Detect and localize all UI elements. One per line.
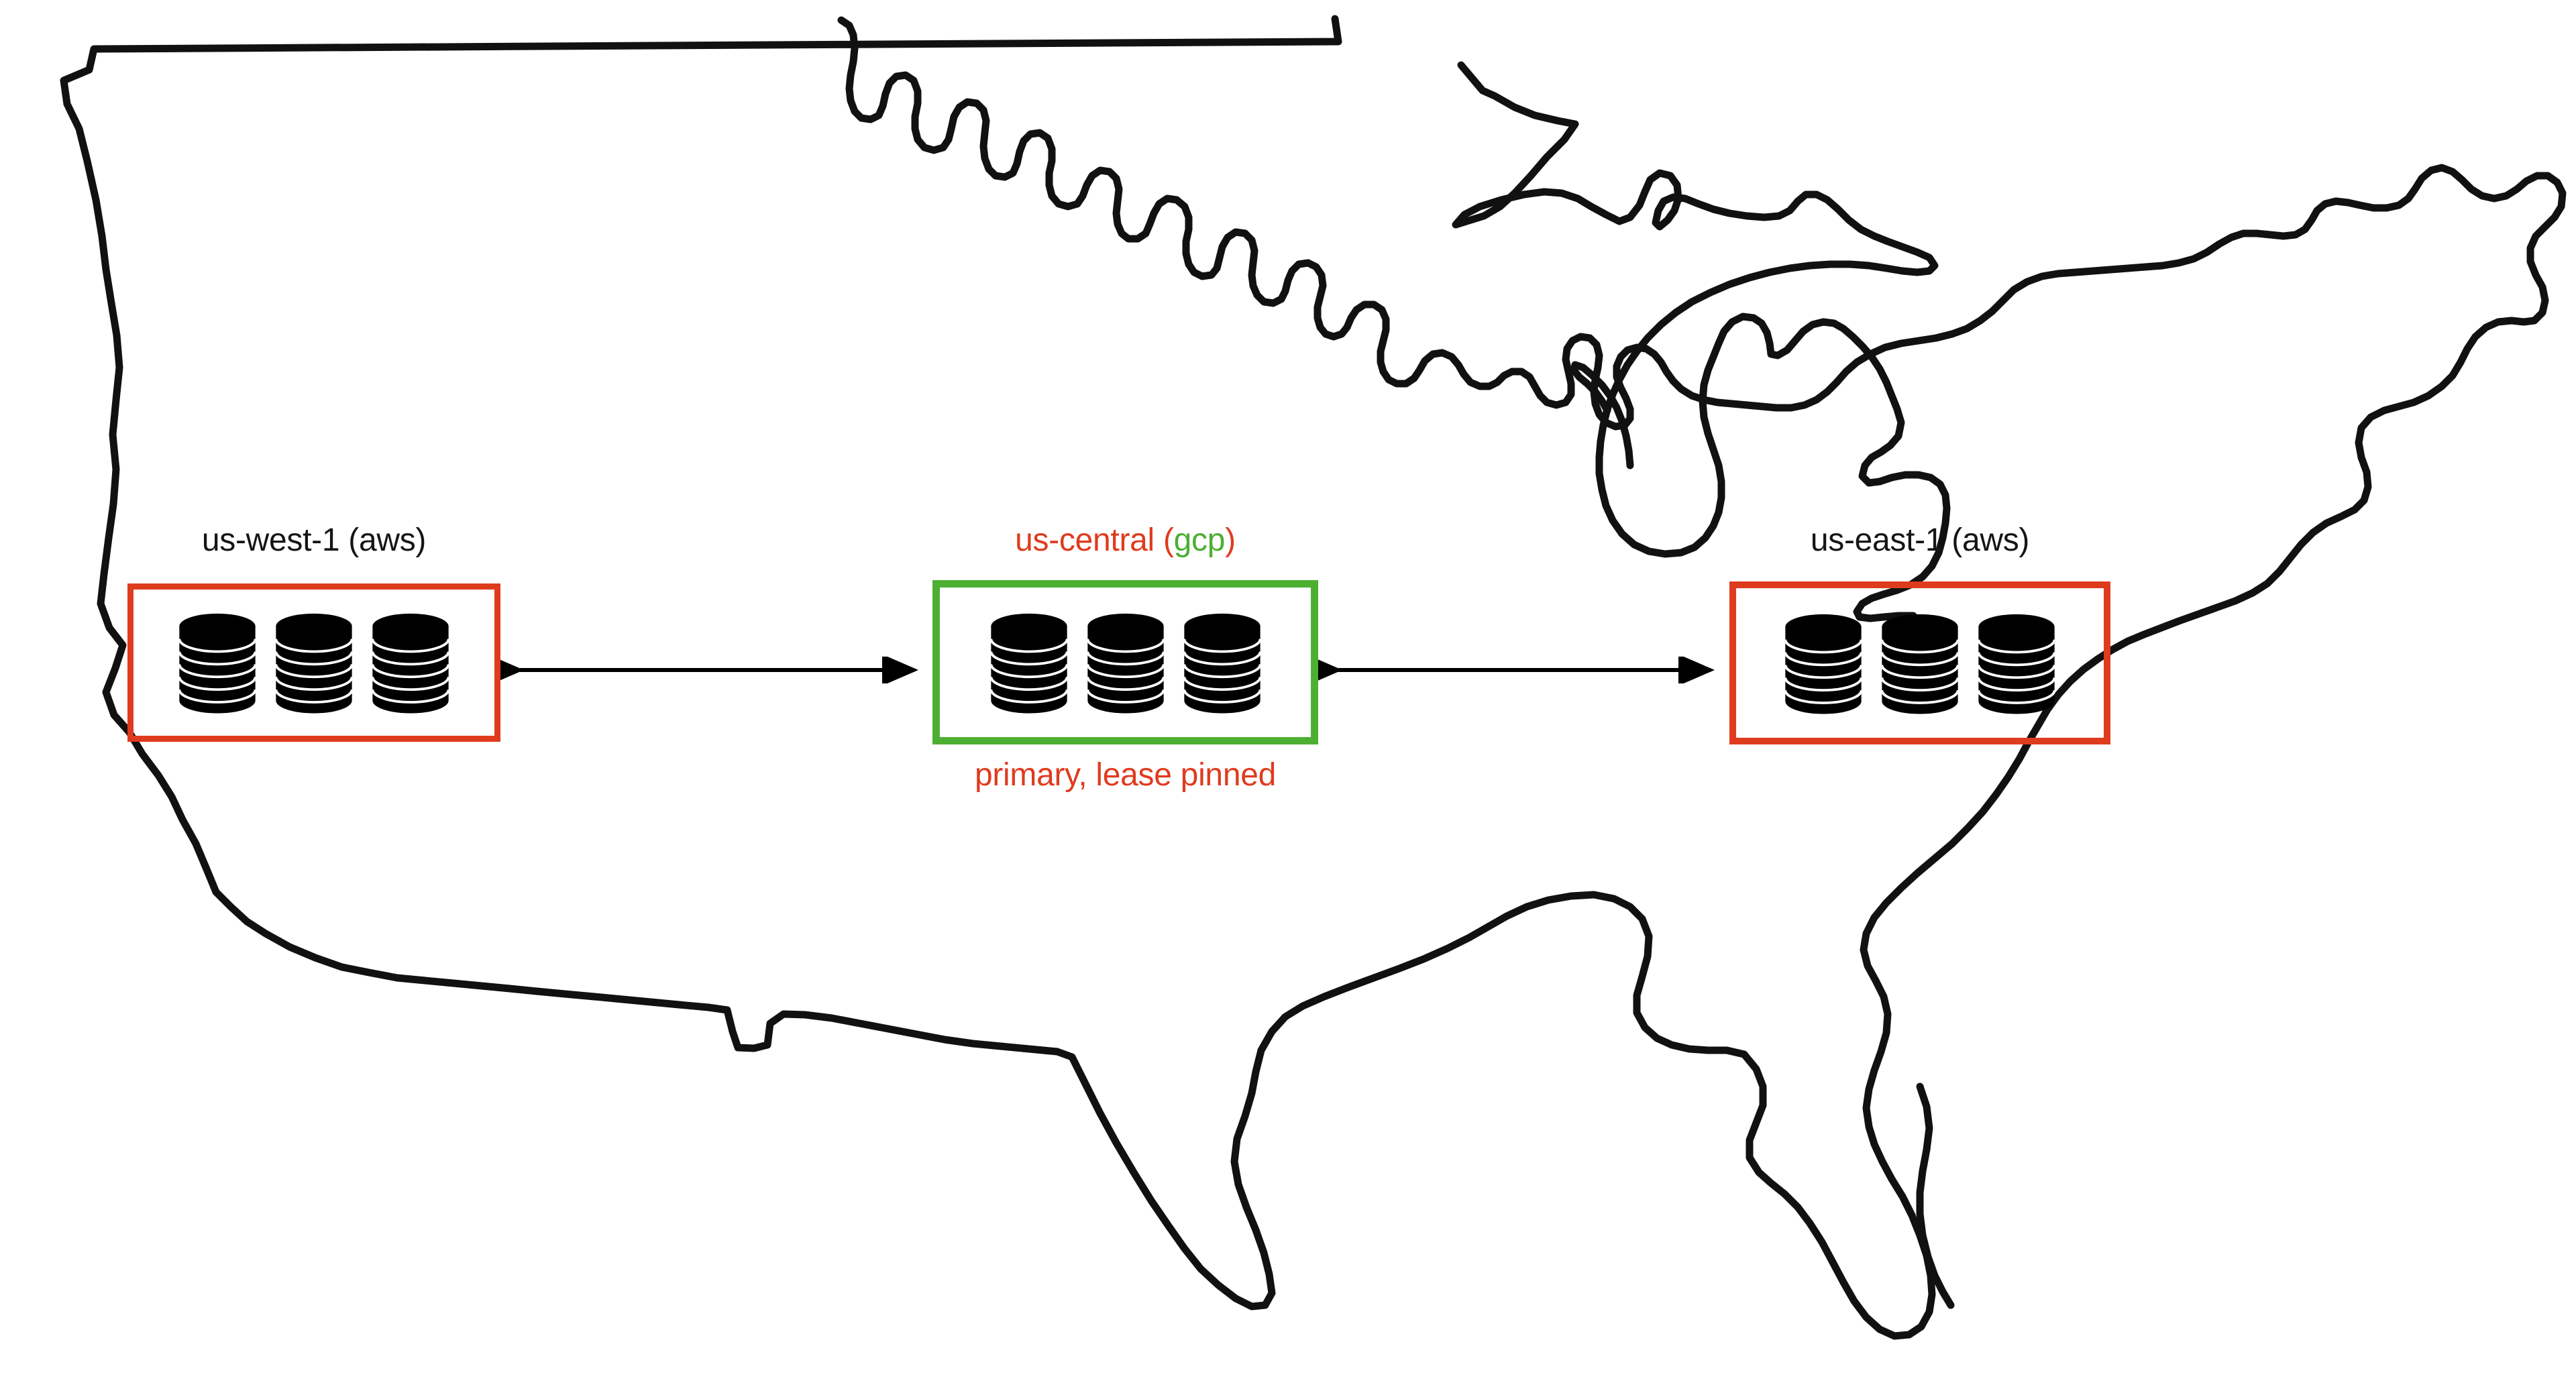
db-cluster-us-central bbox=[940, 588, 1311, 737]
region-label-us-west-1: us-west-1 (aws) bbox=[201, 522, 427, 558]
region-label-us-central-provider: gcp bbox=[1173, 522, 1226, 558]
region-label-us-central-name: us-central bbox=[1015, 522, 1163, 558]
database-stack-icon bbox=[1880, 614, 1960, 714]
region-us-central[interactable]: us-central (gcp) bbox=[932, 516, 1318, 798]
paren-close: ) bbox=[1225, 522, 1236, 558]
database-stack-icon bbox=[1085, 613, 1165, 714]
region-label-us-east-1: us-east-1 (aws) bbox=[1810, 522, 2030, 558]
region-box-us-east-1[interactable] bbox=[1729, 581, 2110, 744]
region-us-east-1[interactable]: us-east-1 (aws) bbox=[1729, 516, 2110, 744]
database-stack-icon bbox=[1784, 614, 1863, 714]
database-stack-icon bbox=[371, 613, 450, 714]
region-box-us-west-1[interactable] bbox=[127, 583, 500, 742]
region-label-us-central: us-central (gcp) bbox=[932, 524, 1318, 557]
database-stack-icon bbox=[989, 613, 1069, 714]
region-us-west-1[interactable]: us-west-1 (aws) bbox=[127, 516, 500, 744]
arrow-central-to-east bbox=[1318, 657, 1731, 683]
region-box-us-central[interactable] bbox=[932, 580, 1318, 744]
database-stack-icon bbox=[274, 613, 354, 714]
database-stack-icon bbox=[178, 613, 257, 714]
arrow-west-to-central bbox=[500, 657, 934, 683]
paren-open: ( bbox=[1163, 522, 1174, 558]
db-cluster-us-west-1 bbox=[133, 590, 494, 736]
database-stack-icon bbox=[1977, 614, 2056, 714]
database-stack-icon bbox=[1182, 613, 1262, 714]
db-cluster-us-east-1 bbox=[1736, 588, 2104, 738]
region-sublabel-us-central: primary, lease pinned bbox=[974, 757, 1277, 793]
